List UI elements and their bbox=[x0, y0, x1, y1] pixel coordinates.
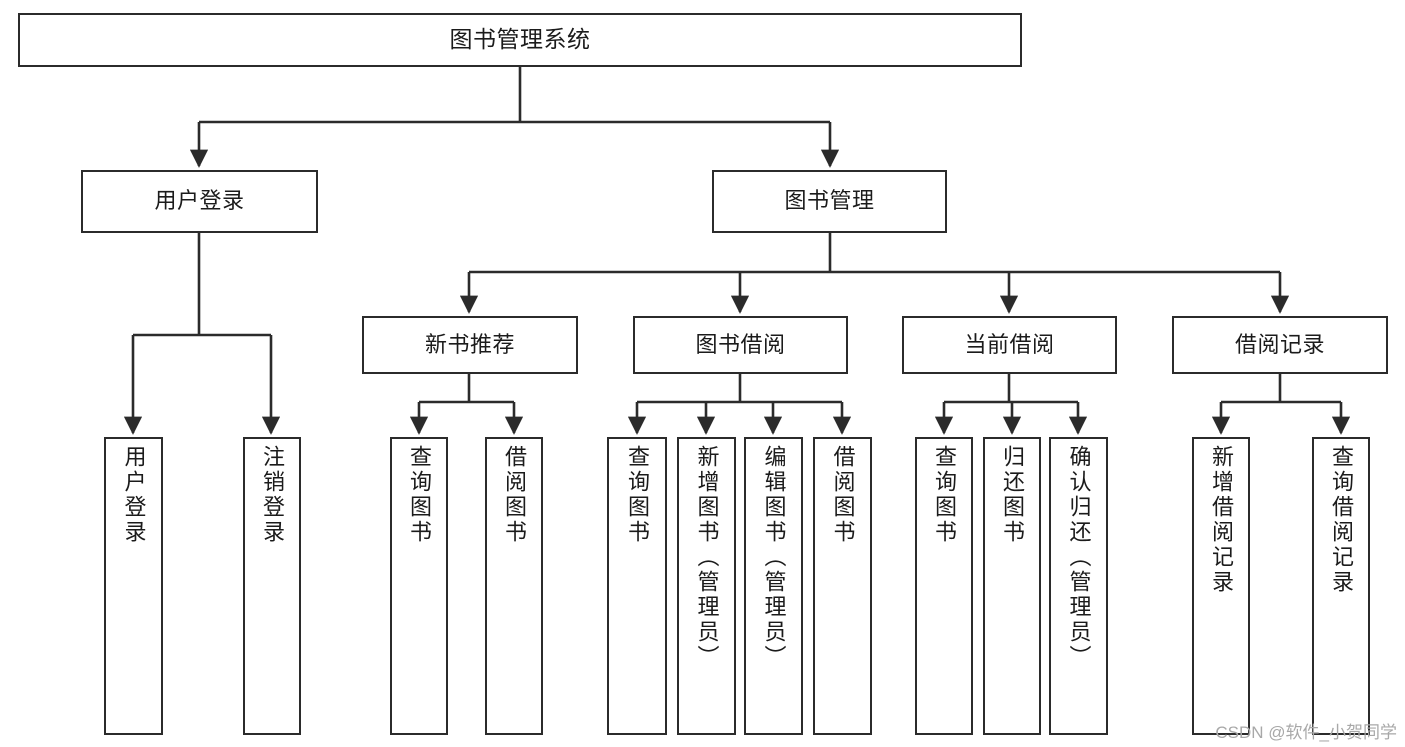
leaf-logout-label: 注销登录 bbox=[260, 445, 285, 545]
node-root[interactable]: 图书管理系统 bbox=[18, 13, 1022, 67]
leaf-query-borrow-record[interactable]: 查询借阅记录 bbox=[1312, 437, 1370, 735]
node-book-management[interactable]: 图书管理 bbox=[712, 170, 947, 233]
leaf-edit-book-admin-label: 编辑图书（管理员） bbox=[761, 445, 787, 670]
node-new-book-recommend-label: 新书推荐 bbox=[424, 331, 515, 357]
leaf-return-book[interactable]: 归还图书 bbox=[983, 437, 1041, 735]
node-book-borrow-label: 图书借阅 bbox=[695, 331, 786, 357]
leaf-query-book-recommend[interactable]: 查询图书 bbox=[390, 437, 448, 735]
leaf-query-book-current-label: 查询图书 bbox=[932, 445, 957, 545]
leaf-borrow-book-label: 借阅图书 bbox=[830, 445, 856, 545]
node-borrow-record[interactable]: 借阅记录 bbox=[1172, 316, 1388, 374]
leaf-query-borrow-record-label: 查询借阅记录 bbox=[1329, 445, 1354, 595]
leaf-borrow-book[interactable]: 借阅图书 bbox=[813, 437, 872, 735]
leaf-add-borrow-record-label: 新增借阅记录 bbox=[1209, 445, 1234, 595]
leaf-logout[interactable]: 注销登录 bbox=[243, 437, 301, 735]
leaf-query-book-borrow-label: 查询图书 bbox=[625, 445, 650, 545]
leaf-query-book-recommend-label: 查询图书 bbox=[407, 445, 432, 545]
leaf-confirm-return-admin[interactable]: 确认归还（管理员） bbox=[1049, 437, 1108, 735]
leaf-edit-book-admin[interactable]: 编辑图书（管理员） bbox=[744, 437, 803, 735]
node-user-login[interactable]: 用户登录 bbox=[81, 170, 318, 233]
leaf-confirm-return-admin-label: 确认归还（管理员） bbox=[1066, 445, 1092, 670]
node-new-book-recommend[interactable]: 新书推荐 bbox=[362, 316, 578, 374]
node-current-borrow[interactable]: 当前借阅 bbox=[902, 316, 1117, 374]
leaf-borrow-book-recommend[interactable]: 借阅图书 bbox=[485, 437, 543, 735]
leaf-user-login-label: 用户登录 bbox=[121, 445, 147, 545]
leaf-query-book-current[interactable]: 查询图书 bbox=[915, 437, 973, 735]
leaf-query-book-borrow[interactable]: 查询图书 bbox=[607, 437, 667, 735]
leaf-add-borrow-record[interactable]: 新增借阅记录 bbox=[1192, 437, 1250, 735]
node-user-login-label: 用户登录 bbox=[154, 188, 245, 214]
leaf-user-login[interactable]: 用户登录 bbox=[104, 437, 163, 735]
leaf-add-book-admin[interactable]: 新增图书（管理员） bbox=[677, 437, 736, 735]
node-root-label: 图书管理系统 bbox=[449, 26, 591, 53]
node-book-borrow[interactable]: 图书借阅 bbox=[633, 316, 848, 374]
node-borrow-record-label: 借阅记录 bbox=[1234, 331, 1325, 357]
node-book-management-label: 图书管理 bbox=[784, 188, 875, 214]
node-current-borrow-label: 当前借阅 bbox=[964, 331, 1055, 357]
leaf-add-book-admin-label: 新增图书（管理员） bbox=[694, 445, 720, 670]
leaf-borrow-book-recommend-label: 借阅图书 bbox=[502, 445, 527, 545]
leaf-return-book-label: 归还图书 bbox=[1000, 445, 1025, 545]
